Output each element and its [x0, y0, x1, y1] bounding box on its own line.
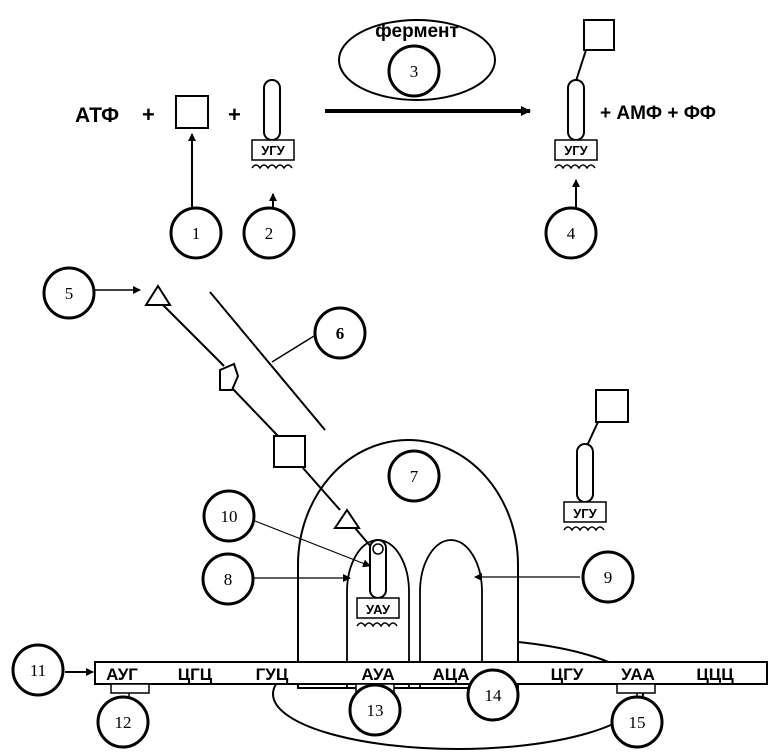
trna-anticodon: УГУ [573, 506, 597, 521]
svg-text:15: 15 [629, 713, 646, 732]
atf-label: АТФ [75, 104, 119, 127]
exit-tunnel-line [209, 291, 326, 431]
charged-trna: УГУ [554, 19, 615, 170]
codon-8: ЦЦЦ [696, 665, 734, 684]
svg-text:6: 6 [336, 324, 345, 343]
trna-stem [263, 79, 281, 141]
svg-text:4: 4 [567, 224, 576, 243]
svg-text:8: 8 [224, 570, 233, 589]
callout-5: 5 [42, 266, 96, 320]
incoming-trna: УГУ [563, 389, 629, 532]
aminoacid-activation-reaction: АТФ + + УГУ фермент УГУ + АМФ + ФФ [75, 19, 716, 170]
trna-stem [567, 79, 585, 141]
svg-text:13: 13 [367, 701, 384, 720]
amino-acid-pentagon [219, 362, 240, 391]
amino-acid-square [175, 95, 209, 129]
callout-12: 12 [96, 695, 150, 749]
plus-sign: + [142, 102, 155, 127]
trna-wavy-base [554, 164, 596, 170]
aminoacyl-bond [574, 49, 587, 85]
callout-15: 15 [610, 695, 664, 749]
peptide-bond-line [231, 387, 279, 437]
trna-acceptor-end [372, 543, 384, 555]
peptide-bond-line [354, 527, 373, 549]
svg-text:2: 2 [265, 224, 274, 243]
callout-7: 7 [387, 449, 441, 503]
amino-acid-triangle [333, 508, 361, 529]
callout-4: 4 [544, 206, 598, 260]
callout-1: 1 [169, 206, 223, 260]
trna-wavy-base [251, 164, 293, 170]
callout-13: 13 [348, 683, 402, 737]
codon-3: ГУЦ [256, 665, 289, 684]
codon-4: АУА [361, 665, 394, 684]
trna-anticodon: УАУ [366, 602, 391, 617]
start-codon-marker [110, 683, 150, 694]
trna-wavy-base [356, 622, 398, 628]
peptide-bond-line [302, 467, 341, 511]
leader-6 [271, 335, 315, 363]
amino-acid-square [273, 435, 306, 468]
callout-6: 6 [313, 306, 367, 360]
trna-anticodon-box [251, 139, 295, 161]
svg-text:1: 1 [192, 224, 201, 243]
mrna-rect [94, 661, 768, 685]
trna-anticodon: УГУ [564, 143, 588, 158]
amino-acid-square [583, 19, 615, 51]
codon-6: ЦГУ [551, 665, 584, 684]
products-label: + АМФ + ФФ [600, 103, 716, 124]
svg-text:5: 5 [65, 284, 74, 303]
callouts: 1 2 3 4 5 6 7 8 [11, 44, 664, 749]
codon-7: УАА [621, 665, 655, 684]
stop-codon-marker [616, 683, 656, 694]
svg-text:9: 9 [604, 568, 613, 587]
callout-10: 10 [202, 489, 256, 543]
amino-acid-triangle [144, 284, 172, 306]
trna-wavy-base [563, 526, 605, 532]
peptidyl-trna: УАУ [144, 284, 400, 628]
svg-text:12: 12 [115, 713, 132, 732]
plus-sign-2: + [228, 102, 241, 127]
codon-1: АУГ [106, 665, 138, 684]
amino-acid-square [595, 389, 629, 423]
leader-10 [254, 520, 371, 568]
svg-text:11: 11 [30, 661, 46, 680]
svg-text:10: 10 [221, 507, 238, 526]
mrna-strand: АУГ ЦГЦ ГУЦ АУА АЦА ЦГУ УАА ЦЦЦ [94, 661, 768, 694]
enzyme-label: фермент [375, 21, 459, 42]
peptide-bond-line [159, 301, 225, 367]
trna-anticodon: УГУ [261, 143, 285, 158]
leader-lines [65, 133, 638, 700]
callout-14: 14 [466, 668, 520, 722]
free-trna: УГУ [251, 79, 295, 170]
trna-anticodon-box [563, 501, 607, 523]
callout-9: 9 [581, 550, 635, 604]
svg-text:14: 14 [485, 686, 503, 705]
svg-text:7: 7 [410, 467, 419, 486]
trna-stem [576, 443, 594, 503]
callout-2: 2 [242, 206, 296, 260]
callout-11: 11 [11, 643, 65, 697]
svg-text:3: 3 [410, 62, 419, 81]
callout-3: 3 [387, 44, 441, 98]
callout-8: 8 [201, 552, 255, 606]
codon-2: ЦГЦ [178, 665, 213, 684]
codon-5: АЦА [433, 665, 470, 684]
trna-anticodon-box [554, 139, 598, 161]
ribosome-large-subunit [297, 439, 519, 689]
trna-anticodon-box [356, 597, 400, 619]
